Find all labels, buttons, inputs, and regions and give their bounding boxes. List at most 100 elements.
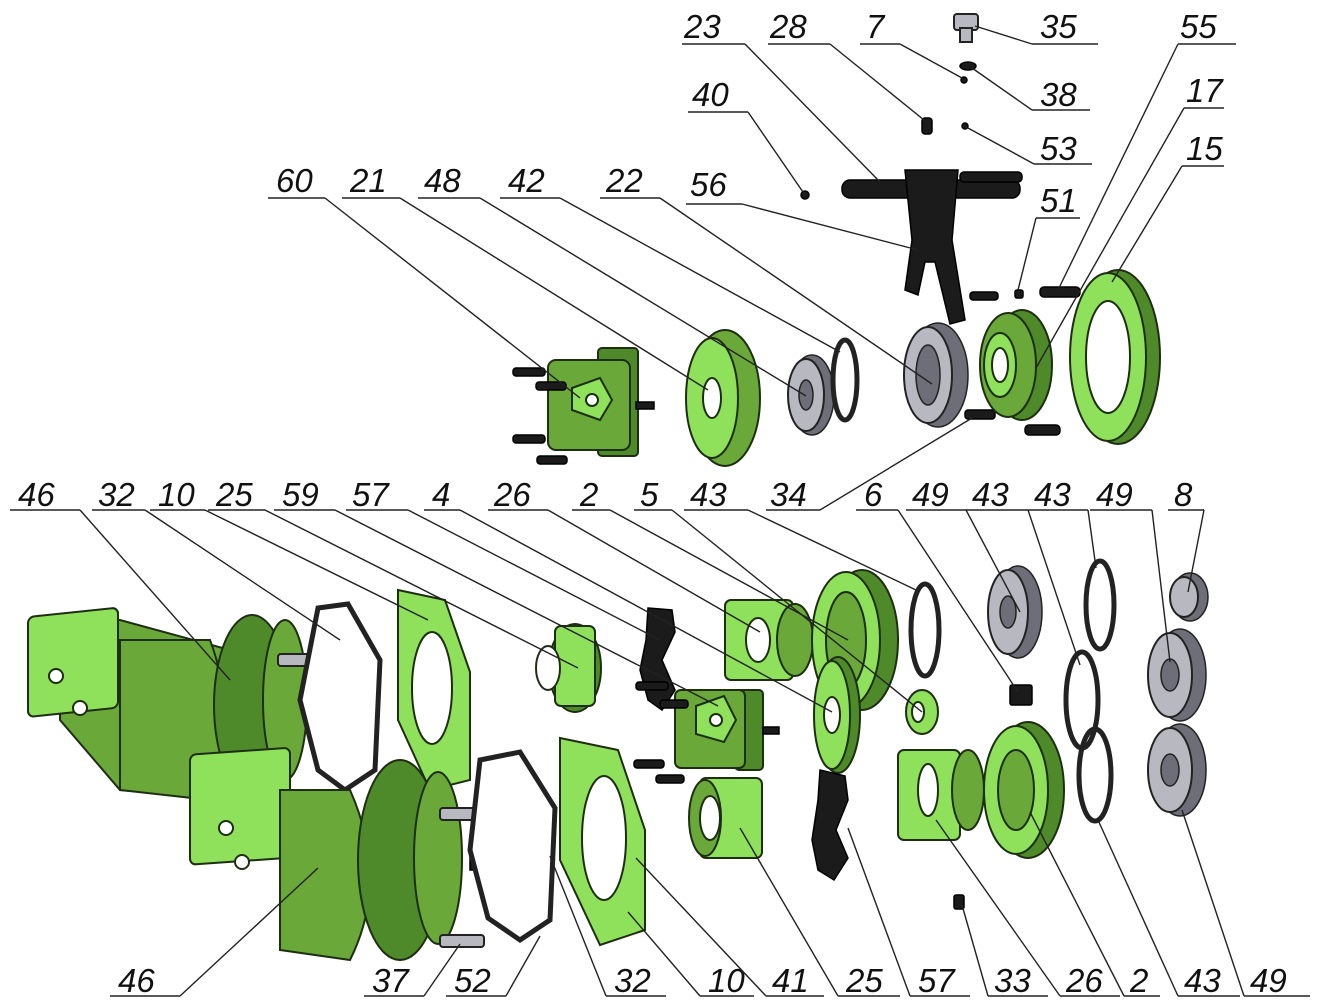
upper-bearing-48-part	[787, 337, 860, 436]
gasket-lower-part	[467, 749, 558, 944]
svg-text:33: 33	[994, 962, 1031, 999]
svg-text:52: 52	[454, 962, 491, 999]
callout-32-top: 32	[92, 476, 341, 641]
callout-51: 51	[1017, 182, 1080, 291]
svg-text:32: 32	[98, 476, 135, 513]
callout-33: 33	[961, 904, 1048, 999]
upper-hub-17-part	[979, 309, 1053, 421]
svg-text:41: 41	[772, 962, 809, 999]
svg-text:22: 22	[605, 162, 643, 199]
svg-text:6: 6	[864, 476, 883, 513]
callout-40: 40	[688, 76, 806, 196]
bolt-35-part	[953, 13, 979, 84]
adapter-plate-lower-part	[559, 736, 646, 947]
svg-text:17: 17	[1186, 72, 1224, 109]
parts-layer	[27, 13, 1209, 962]
callout-46-top: 46	[10, 476, 231, 681]
svg-text:55: 55	[1180, 8, 1217, 45]
callout-5: 5	[634, 476, 923, 713]
callout-8: 8	[1168, 476, 1205, 593]
callout-48: 48	[418, 162, 807, 397]
callout-43-top-right: 43	[1028, 476, 1097, 569]
callout-43-bottom: 43	[1097, 819, 1240, 999]
svg-text:51: 51	[1040, 182, 1077, 219]
spider-57-lower-part	[811, 769, 849, 882]
callout-10-top: 10	[150, 476, 429, 621]
svg-text:26: 26	[1065, 962, 1103, 999]
callout-35: 35	[974, 8, 1098, 45]
svg-text:43: 43	[972, 476, 1009, 513]
bearings-right-part	[1147, 572, 1209, 817]
callout-49-top-right: 49	[1090, 476, 1171, 663]
fork-shaft-part	[800, 117, 1023, 325]
callout-17: 17	[1035, 72, 1224, 369]
callout-53: 53	[967, 127, 1092, 167]
svg-text:49: 49	[1250, 962, 1287, 999]
svg-text:48: 48	[424, 162, 461, 199]
callout-43-top: 43	[684, 476, 917, 591]
bearing-49-upper-part	[987, 565, 1043, 659]
upper-gear-pump-part	[512, 347, 655, 465]
callout-52: 52	[446, 935, 541, 999]
svg-text:10: 10	[158, 476, 195, 513]
svg-text:57: 57	[918, 962, 956, 999]
svg-text:43: 43	[1184, 962, 1221, 999]
svg-text:57: 57	[352, 476, 390, 513]
callout-59: 59	[274, 476, 719, 707]
adapter-plate-upper-part	[397, 588, 471, 792]
svg-text:43: 43	[1034, 476, 1071, 513]
callout-49-bottom: 49	[1181, 809, 1310, 999]
middle-gear-pump-59-part	[633, 681, 780, 784]
coupling-26-lower-part	[897, 749, 985, 841]
svg-text:46: 46	[118, 962, 155, 999]
svg-text:2: 2	[579, 476, 598, 513]
callout-7: 7	[860, 8, 963, 79]
callout-4: 4	[424, 476, 833, 713]
circlips-43-right-part	[1063, 558, 1117, 824]
svg-text:25: 25	[215, 476, 253, 513]
gasket-upper-part	[297, 601, 383, 794]
callout-6: 6	[856, 476, 1019, 693]
coupling-25-upper-part	[535, 623, 602, 713]
callout-25-top: 25	[208, 476, 579, 669]
callout-55: 55	[1057, 8, 1236, 291]
callout-38: 38	[971, 67, 1090, 113]
svg-text:2: 2	[1129, 962, 1148, 999]
callouts-layer: 23 28 7 35 55 38 17 40	[10, 8, 1310, 999]
callout-43-top-mid: 43	[966, 476, 1081, 666]
coupling-26-upper-part	[724, 599, 814, 681]
svg-text:53: 53	[1040, 130, 1077, 167]
pulley-2-lower-part	[983, 721, 1065, 859]
svg-text:4: 4	[432, 476, 450, 513]
upper-ring-15-part	[1069, 269, 1161, 445]
callout-57-top: 57	[346, 476, 661, 641]
svg-text:7: 7	[866, 8, 886, 45]
callout-26-top: 26	[488, 476, 761, 633]
callout-56: 56	[686, 166, 919, 251]
svg-text:21: 21	[349, 162, 387, 199]
svg-text:42: 42	[508, 162, 545, 199]
bushing-5-part	[813, 656, 861, 774]
callout-37: 37	[364, 943, 461, 999]
svg-text:5: 5	[640, 476, 659, 513]
motor-upper-part	[27, 607, 353, 802]
svg-text:46: 46	[18, 476, 55, 513]
callout-34: 34	[766, 417, 973, 513]
svg-text:59: 59	[282, 476, 319, 513]
svg-text:37: 37	[372, 962, 410, 999]
callout-23: 23	[682, 8, 881, 183]
upper-pulley-22-part	[903, 322, 969, 428]
callout-42: 42	[500, 162, 841, 353]
svg-text:8: 8	[1174, 476, 1193, 513]
svg-text:60: 60	[276, 162, 313, 199]
callout-49-top-left: 49	[906, 476, 1021, 613]
callout-28: 28	[768, 8, 925, 121]
callout-26-bottom: 26	[935, 819, 1120, 999]
svg-text:49: 49	[1096, 476, 1133, 513]
svg-text:26: 26	[493, 476, 531, 513]
callout-25-bottom: 25	[739, 827, 900, 999]
svg-text:32: 32	[614, 962, 651, 999]
small-pins-part	[964, 286, 1081, 436]
callout-57-bottom: 57	[847, 827, 970, 999]
